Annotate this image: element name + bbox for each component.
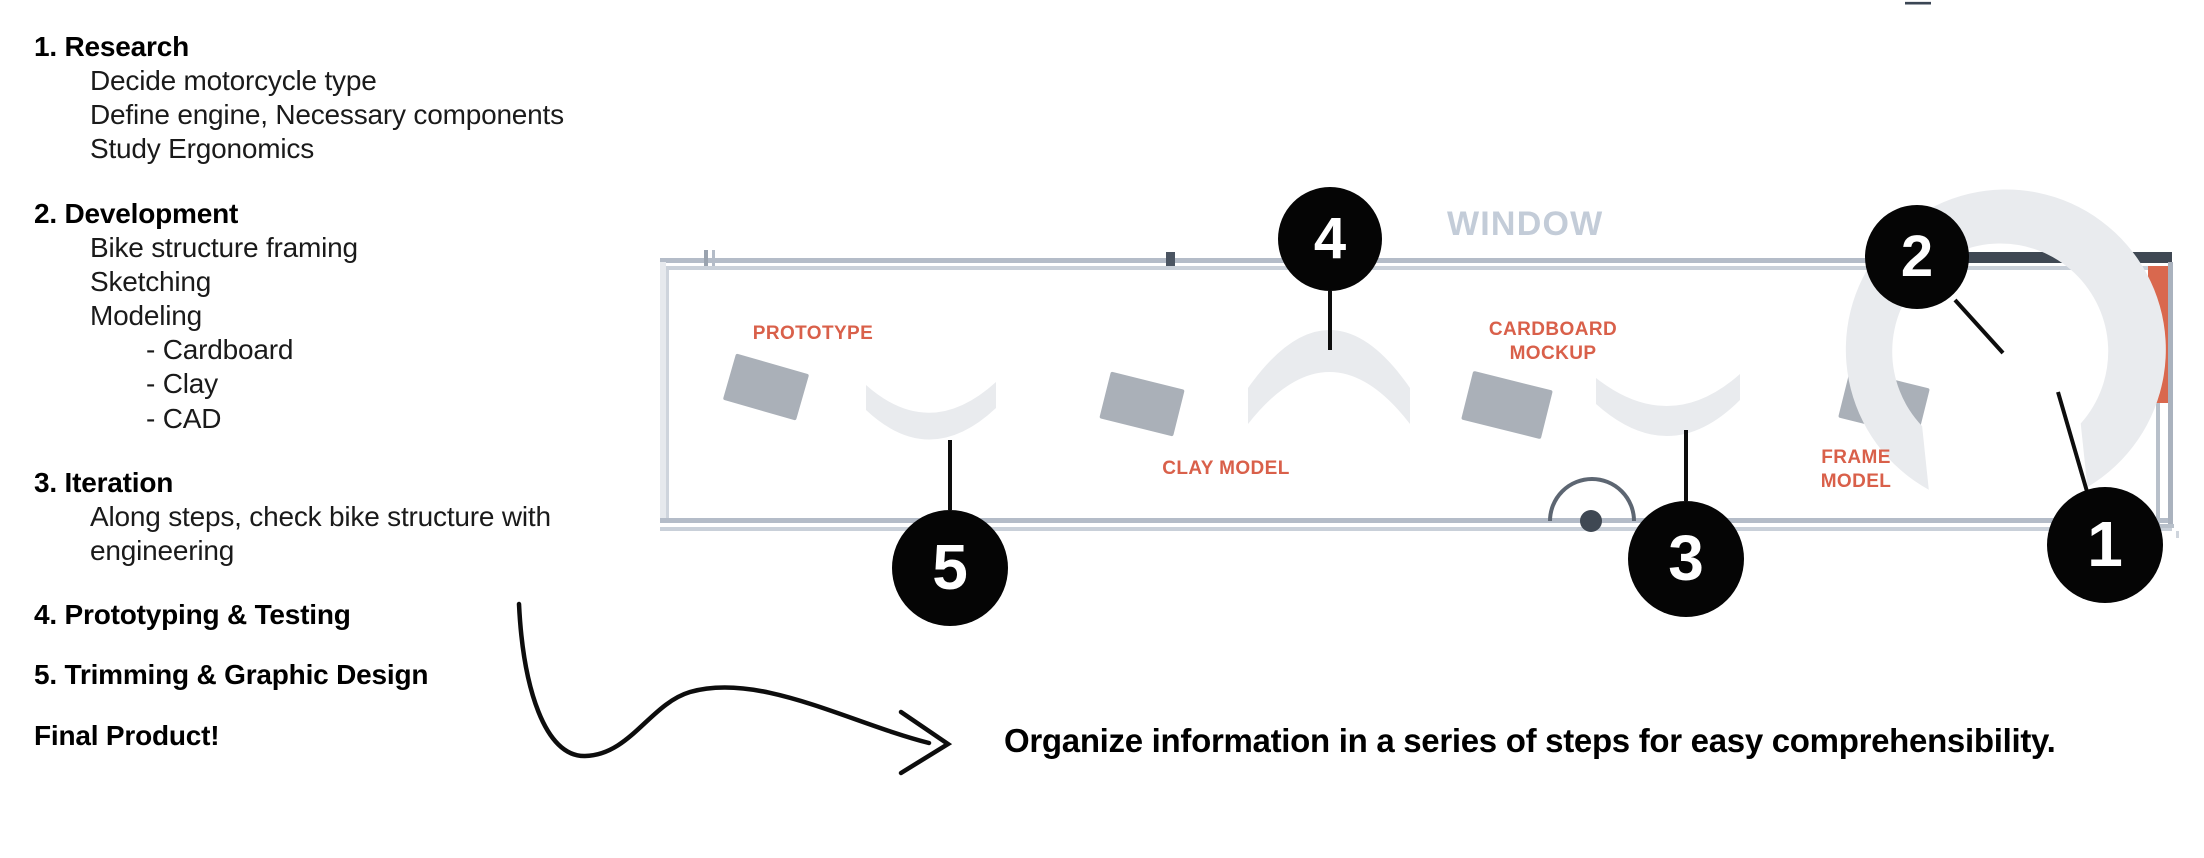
step-badge-5-number: 5 — [932, 531, 968, 603]
curved-arc-shape — [1596, 374, 1740, 437]
diagram-label-prototype: PROTOTYPE — [752, 323, 874, 344]
tilted-rect-shape — [1838, 369, 1930, 437]
arrow-head — [898, 709, 953, 776]
diagram-label-window: WINDOW — [1447, 205, 1604, 243]
step-badge-5[interactable]: 5 — [892, 510, 1008, 626]
outline-heading-research: 1. Research — [34, 31, 190, 62]
leader-line-1 — [2056, 391, 2090, 496]
outline-column: 1. Research Decide motorcycle type Defin… — [34, 30, 654, 753]
handle-dot-shape — [1580, 510, 1602, 532]
outline-item: Along steps, check bike structure with e… — [90, 500, 551, 567]
outline-item: Decide motorcycle type — [90, 65, 377, 97]
outline-heading-prototyping: 4. Prototyping & Testing — [34, 599, 351, 631]
outline-item: Study Ergonomics — [90, 133, 315, 165]
diagram-label-frame-model: FRAME MODEL — [1820, 447, 1892, 492]
hump-arc-shape — [1248, 330, 1410, 424]
tilted-rect-shape — [723, 353, 809, 421]
outline-subitem: - CAD — [146, 402, 222, 434]
outline-subitem: - Cardboard — [146, 334, 294, 366]
summary-caption: Organize information in a series of step… — [1004, 722, 2056, 759]
spacer — [34, 167, 654, 197]
outline-item: Modeling — [90, 300, 203, 332]
outline-item: Define engine, Necessary components — [90, 99, 564, 131]
step-badge-3-number: 3 — [1668, 522, 1704, 594]
outline-heading-iteration: 3. Iteration — [34, 466, 174, 498]
outline-section-iteration: 3. Iteration Along steps, check bike str… — [34, 466, 654, 568]
top-edge-cut-glyph: — — [1905, 0, 1931, 16]
curved-arc-shape — [866, 382, 996, 440]
step-badge-1[interactable]: 1 — [2047, 487, 2163, 603]
diagram-label-clay-model: CLAY MODEL — [1162, 458, 1290, 479]
tilted-rect-shape — [1099, 371, 1185, 437]
outline-heading-development: 2. Development — [34, 197, 239, 229]
outline-heading-trimming: 5. Trimming & Graphic Design — [34, 659, 429, 691]
spacer — [34, 632, 654, 658]
step-badge-1-number: 1 — [2087, 508, 2123, 580]
tilted-rect-shape — [1461, 371, 1553, 439]
step-badge-4-number: 4 — [1313, 205, 1347, 271]
outline-item: Sketching — [90, 265, 212, 297]
semicircle-handle-shape — [1548, 477, 1636, 522]
outline-item: Bike structure framing — [90, 231, 358, 263]
outline-section-research: 1. Research Decide motorcycle type Defin… — [34, 30, 654, 167]
outline-subitem: - Clay — [146, 368, 218, 400]
leader-line-2 — [1953, 298, 2005, 355]
outline-section-development: 2. Development Bike structure framing Sk… — [34, 197, 654, 436]
step-badge-2[interactable]: 2 — [1865, 205, 1969, 309]
outline-heading-final-product: Final Product! — [34, 719, 220, 751]
step-badge-2-number: 2 — [1900, 223, 1934, 289]
diagram-label-cardboard-mockup: CARDBOARD MOCKUP — [1488, 319, 1618, 364]
step-badge-3[interactable]: 3 — [1628, 501, 1744, 617]
step-badge-4[interactable]: 4 — [1278, 187, 1382, 291]
spacer — [34, 693, 654, 719]
spacer — [34, 568, 654, 598]
spacer — [34, 436, 654, 466]
